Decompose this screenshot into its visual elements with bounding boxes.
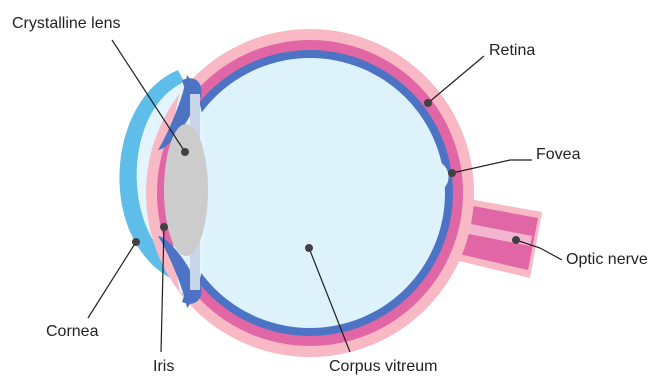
corpus-vitreum-marker bbox=[305, 244, 313, 252]
retina-marker bbox=[424, 99, 432, 107]
label-retina: Retina bbox=[489, 42, 535, 59]
label-optic-nerve: Optic nerve bbox=[566, 251, 648, 268]
label-fovea: Fovea bbox=[536, 146, 581, 163]
iris-marker bbox=[160, 223, 168, 231]
crystalline-lens bbox=[164, 124, 208, 256]
retina-leader bbox=[428, 56, 484, 103]
vitreous-body bbox=[175, 58, 445, 328]
label-crystalline-lens: Crystalline lens bbox=[12, 15, 120, 32]
fovea-marker bbox=[448, 169, 456, 177]
label-corpus-vitreum: Corpus vitreum bbox=[329, 358, 437, 375]
cornea-marker bbox=[132, 238, 140, 246]
optic-nerve-marker bbox=[512, 236, 520, 244]
crystalline-lens-marker bbox=[181, 148, 189, 156]
label-iris: Iris bbox=[153, 358, 174, 375]
cornea-leader bbox=[88, 242, 136, 318]
label-cornea: Cornea bbox=[46, 323, 99, 340]
